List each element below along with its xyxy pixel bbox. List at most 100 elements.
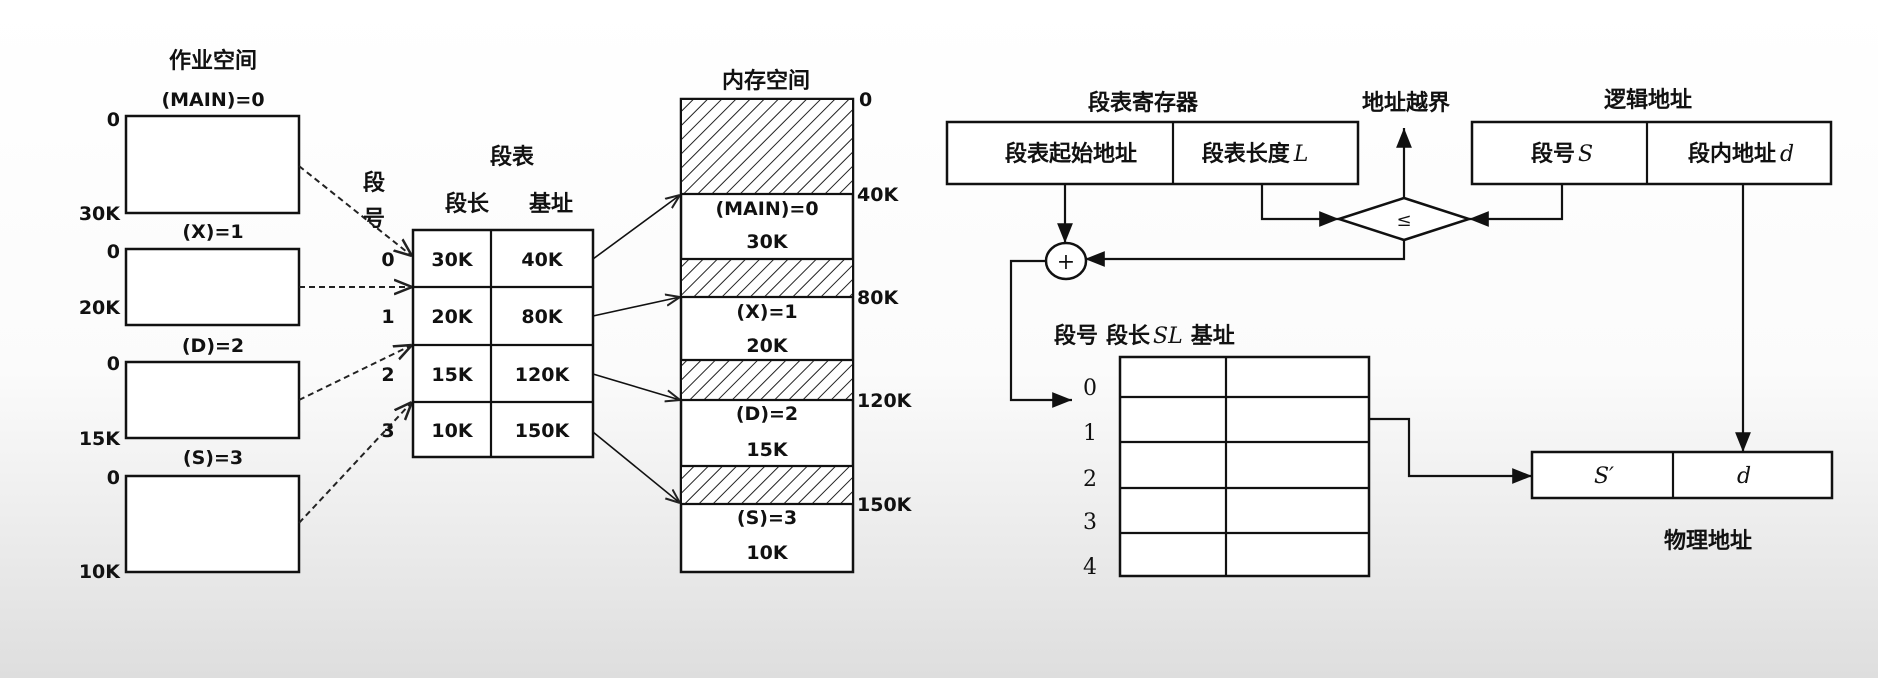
row-number: 1 [1083,421,1097,446]
occupied-block [682,259,852,297]
row-base: 80K [521,306,563,328]
dashed-arrow [298,345,412,401]
logical-seg-var: S [1578,142,1593,167]
memory-title: 内存空间 [722,68,810,94]
arrow [592,195,680,260]
dashed-arrow [298,165,412,256]
header-seg-len-var: SL [1153,324,1183,349]
physical-seg: S′ [1594,464,1614,489]
row-base: 40K [521,249,563,271]
row-length: 10K [431,420,473,442]
row-length: 30K [431,249,473,271]
segment-end: 10K [79,561,121,583]
segment-end: 15K [79,428,121,450]
compare-node: ≤ [1334,196,1474,242]
register-box [945,120,1360,186]
address-label: 120K [857,390,913,412]
register-length-label: 段表长度 [1202,141,1291,167]
segment-table-title: 段表 [490,144,535,170]
register-title: 段表寄存器 [1088,90,1199,116]
occupied-block [682,100,852,194]
table-grid [413,230,593,457]
dashed-arrow [298,402,412,524]
table-to-memory-arrows [592,195,680,503]
register-length-var: L [1293,142,1309,167]
register-start-address: 段表起始地址 [1005,141,1137,167]
segment-end: 20K [79,297,121,319]
row-base: 120K [515,364,571,386]
row-length: 15K [431,364,473,386]
job-space-title: 作业空间 [169,48,257,74]
row-length: 20K [431,306,473,328]
occupied-block [682,466,852,504]
segment-start: 0 [107,241,120,263]
seg-no-label: 号 [363,207,385,232]
table-row: 3 10K 150K [381,420,570,442]
block-size: 10K [746,542,788,564]
job-to-table-arrows [298,165,412,524]
seg-to-compare-arrow [1469,184,1564,227]
block-size: 30K [746,231,788,253]
address-label: 40K [857,184,899,206]
header-seg-len: 段长 [1106,323,1151,349]
physical-offset: d [1737,464,1751,489]
row-no: 0 [381,249,394,271]
segment-end: 30K [79,203,121,225]
job-segment-d: (D)=2 0 15K [79,335,301,450]
out-of-bounds-label: 地址越界 [1362,91,1450,116]
logical-offset-var: d [1780,142,1794,167]
physical-address-title: 物理地址 [1664,528,1752,554]
row-base: 150K [515,420,571,442]
segment-box [124,247,301,327]
job-segment-x: (X)=1 0 20K [79,221,301,327]
job-segment-main: (MAIN)=0 0 30K [79,89,301,225]
block-name: (D)=2 [736,403,798,425]
segment-name: (D)=2 [182,335,244,357]
adder: + [1044,241,1088,281]
arrow [592,297,680,317]
block-size: 15K [746,439,788,461]
segment-start: 0 [107,467,120,489]
segment-start: 0 [107,353,120,375]
address-label: 150K [857,494,913,516]
table-row: 2 15K 120K [381,364,570,386]
table-frame [411,228,595,459]
header-base: 基址 [1191,324,1235,349]
segment-table: 段表 段 号 段长 基址 0 30K 40K 1 20K 80K 2 15K 1… [363,144,595,459]
segment-box [124,474,301,574]
job-space: 作业空间 (MAIN)=0 0 30K (X)=1 0 20K (D)=2 0 … [79,48,301,583]
table-row: 0 30K 40K [381,249,563,271]
row-number: 4 [1083,555,1097,580]
segment-name: (MAIN)=0 [161,89,264,111]
block-size: 20K [746,335,788,357]
segment-start: 0 [107,109,120,131]
row-number: 3 [1083,510,1097,535]
address-label: 80K [857,287,899,309]
arrow [592,373,680,400]
job-segment-s: (S)=3 0 10K [79,447,301,583]
segment-name: (X)=1 [182,221,243,243]
header-seg-no: 段号 [1054,323,1098,349]
table-to-physical-arrow [1369,417,1532,484]
compare-symbol: ≤ [1396,210,1411,231]
row-number: 0 [1083,376,1097,401]
segment-box [124,114,301,215]
block-name: (X)=1 [736,301,797,323]
physical-address: S′ d 物理地址 [1530,450,1834,554]
plus-icon: + [1057,250,1075,275]
adder-to-table-arrow [1009,259,1072,408]
col-base-header: 基址 [529,192,573,217]
seg-no-label: 段 [363,170,385,196]
occupied-block [682,360,852,400]
memory-space: 内存空间 0 40K 80K 120K 150K (MAIN)=0 30K (X… [679,68,913,574]
block-name: (S)=3 [737,507,797,529]
row-no: 1 [381,306,394,328]
table-grid [1120,357,1369,576]
block-name: (MAIN)=0 [715,198,818,220]
compare-to-adder-arrow [1085,240,1406,267]
row-no: 3 [381,420,394,442]
physical-address-box [1530,450,1834,500]
